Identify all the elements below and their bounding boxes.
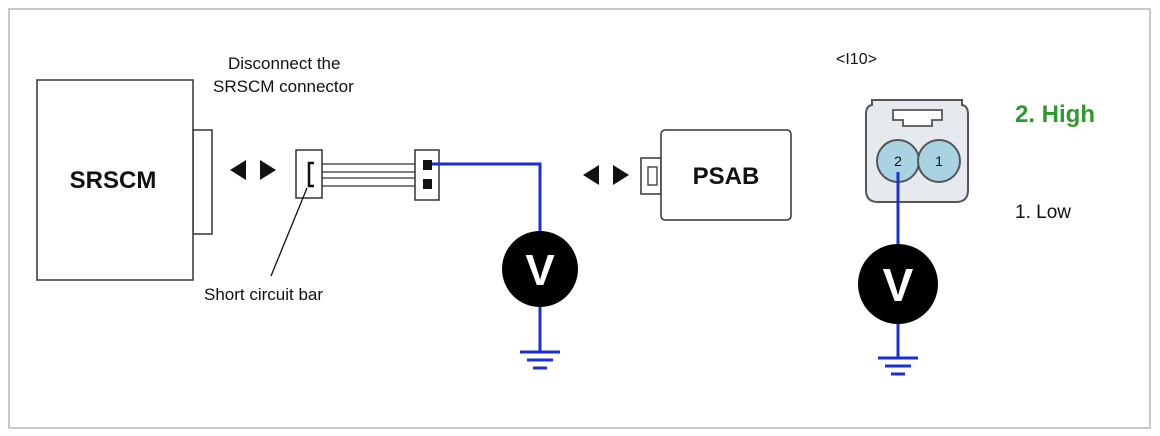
- arrow-right-icon: [260, 160, 276, 180]
- ground-icon: [878, 356, 918, 376]
- harness-pin-upper: [423, 160, 432, 170]
- psab-connector-slot: [647, 166, 658, 186]
- arrow-right-icon: [613, 165, 629, 185]
- srscm-tab: [192, 129, 213, 235]
- terminal-low-label: 1. Low: [1015, 202, 1071, 223]
- disconnect-arrows-left: [230, 160, 276, 180]
- connector-lock-tab: [892, 109, 943, 127]
- srscm-harness-connector: [295, 149, 440, 201]
- srscm-label: SRSCM: [70, 167, 157, 194]
- srscm-module: SRSCM: [36, 79, 213, 281]
- short-bar-leader-line: [270, 187, 308, 277]
- disconnect-callout-line2: SRSCM connector: [213, 77, 354, 96]
- voltmeter-icon: [502, 231, 578, 307]
- short-circuit-bar: [307, 161, 314, 188]
- connector-id-label: <I10>: [836, 51, 877, 68]
- psab-module: PSAB: [640, 129, 792, 221]
- disconnect-arrows-right: [583, 165, 629, 185]
- voltmeter-left: V: [502, 231, 578, 307]
- pin-1-label: 1: [935, 153, 943, 169]
- voltmeter-icon: [858, 244, 938, 324]
- voltmeter-symbol: V: [883, 259, 914, 311]
- terminal-high-label: 2. High: [1015, 101, 1095, 128]
- voltmeter-symbol: V: [525, 246, 555, 295]
- voltmeter-right: V: [858, 244, 938, 324]
- srscm-body: [36, 79, 194, 281]
- disconnect-callout-line1: Disconnect the: [228, 54, 340, 73]
- psab-label: PSAB: [693, 163, 760, 190]
- connector-i10-face: 2 1: [865, 99, 969, 203]
- harness-pin-lower: [423, 179, 432, 189]
- arrow-left-icon: [230, 160, 246, 180]
- harness-connector-right: [414, 149, 440, 201]
- pin-2-label: 2: [894, 153, 902, 169]
- pin-1-cavity: [917, 139, 961, 183]
- psab-body: [660, 129, 792, 221]
- ground-icon: [520, 350, 560, 370]
- arrow-left-icon: [583, 165, 599, 185]
- short-bar-callout: Short circuit bar: [204, 285, 323, 304]
- wire-left-probe: [432, 162, 542, 232]
